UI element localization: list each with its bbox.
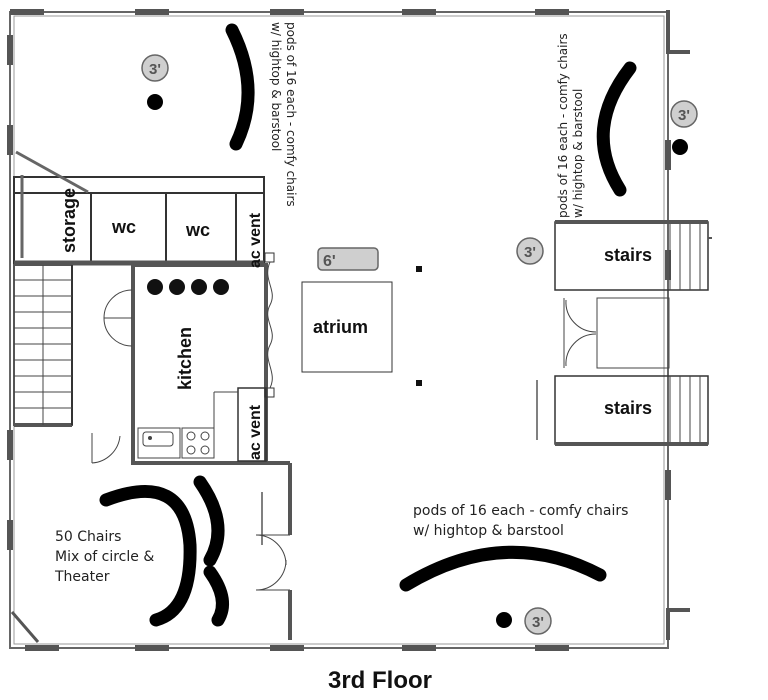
note-line: w/ hightop & barstool bbox=[269, 22, 283, 151]
seating-arcs bbox=[99, 23, 637, 627]
room-label-ac-vent-bottom: ac vent bbox=[247, 404, 264, 460]
note-line: Mix of circle & bbox=[55, 549, 154, 565]
table-label: 3' bbox=[678, 107, 690, 124]
atrium bbox=[301, 266, 422, 386]
table-label: 3' bbox=[149, 61, 161, 78]
table-label: 6' bbox=[323, 253, 336, 270]
outer-walls bbox=[7, 9, 690, 651]
table-label: 3' bbox=[532, 614, 544, 631]
hightop-dots bbox=[147, 94, 688, 628]
room-label-stairs-top: stairs bbox=[604, 245, 652, 265]
table-3-mid-right: 3' bbox=[516, 237, 544, 265]
room-label-wc-right: wc bbox=[185, 220, 210, 240]
service-core bbox=[13, 150, 292, 505]
note-line: w/ hightop & barstool bbox=[571, 89, 585, 218]
note-50-chairs: 50 Chairs Mix of circle & Theater bbox=[54, 529, 154, 585]
room-label-stairs-bottom: stairs bbox=[604, 398, 652, 418]
bottom-doors bbox=[255, 492, 292, 640]
note-line: 50 Chairs bbox=[55, 529, 121, 545]
table-label: 3' bbox=[524, 244, 536, 261]
table-6-atrium: 6' bbox=[317, 247, 379, 271]
note-pods-top-left: pods of 16 each - comfy chairs w/ highto… bbox=[269, 22, 298, 207]
room-label-ac-vent-top: ac vent bbox=[247, 212, 264, 268]
table-3-bottom: 3' bbox=[524, 607, 552, 635]
note-line: Theater bbox=[54, 569, 110, 585]
page-title: 3rd Floor bbox=[328, 667, 432, 694]
note-line: pods of 16 each - comfy chairs bbox=[284, 22, 298, 207]
note-pods-bottom: pods of 16 each - comfy chairs w/ highto… bbox=[413, 503, 628, 539]
room-label-storage: storage bbox=[59, 188, 79, 253]
right-stairs bbox=[536, 220, 712, 446]
table-3-top-left: 3' bbox=[141, 54, 169, 82]
note-line: w/ hightop & barstool bbox=[413, 523, 564, 539]
room-label-atrium: atrium bbox=[313, 317, 368, 337]
note-line: pods of 16 each - comfy chairs bbox=[413, 503, 628, 519]
note-line: pods of 16 each - comfy chairs bbox=[556, 33, 570, 218]
note-pods-top-right: pods of 16 each - comfy chairs w/ highto… bbox=[556, 33, 585, 218]
room-label-kitchen: kitchen bbox=[175, 327, 195, 390]
table-3-top-right: 3' bbox=[670, 100, 698, 128]
room-label-wc-left: wc bbox=[111, 217, 136, 237]
